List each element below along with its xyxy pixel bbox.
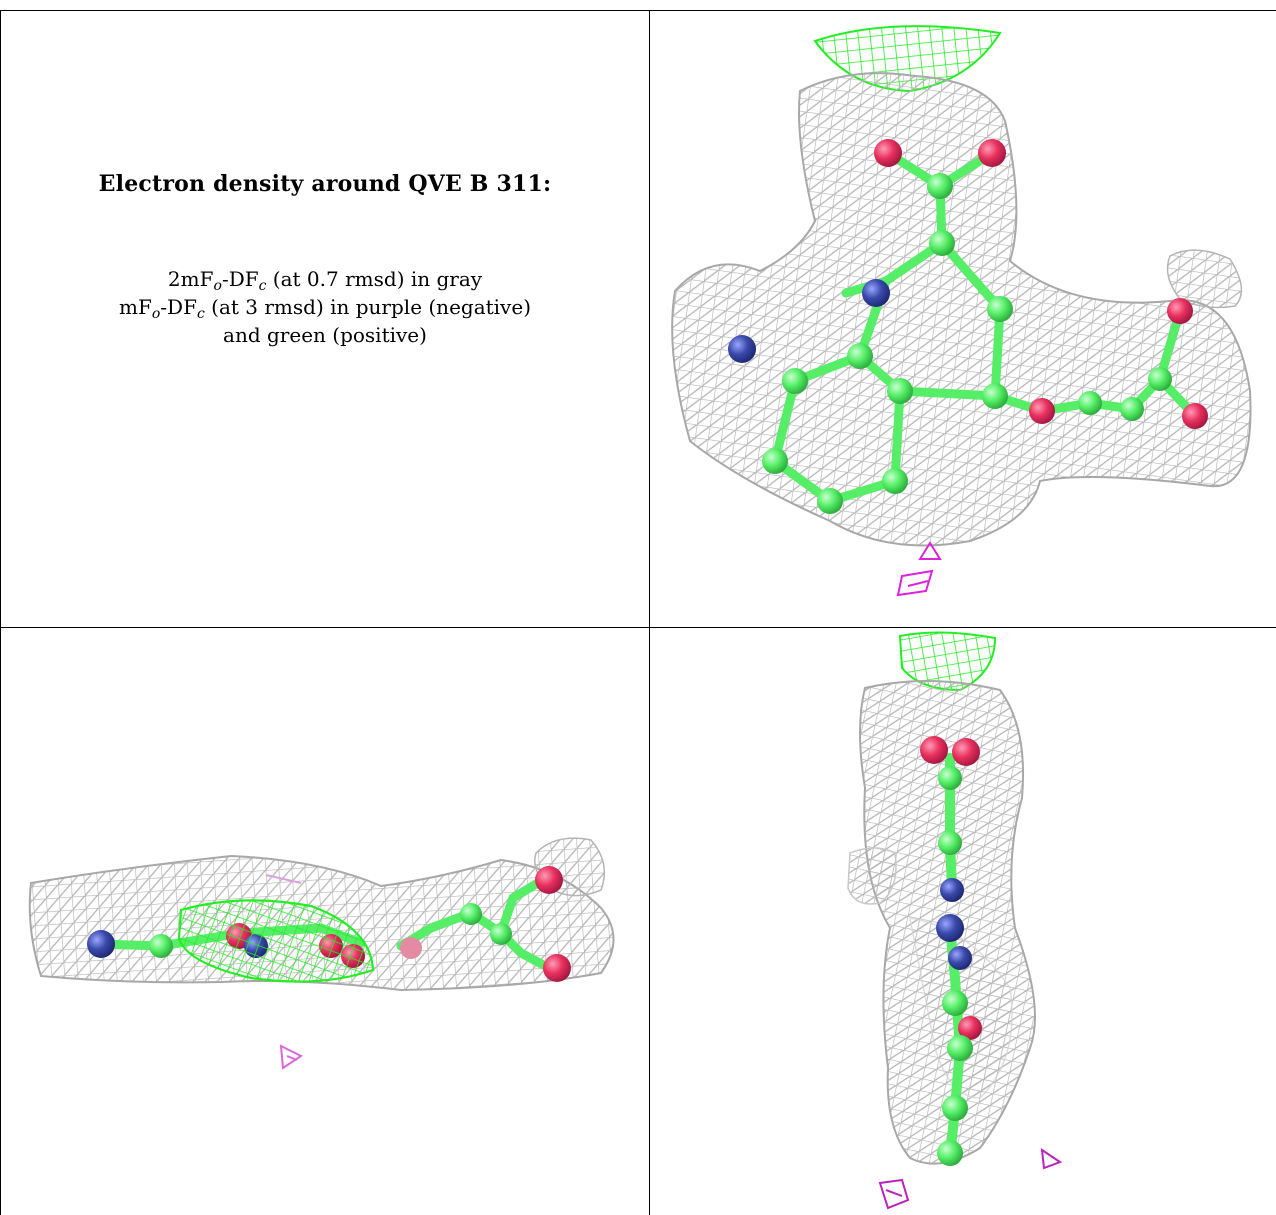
caption-line2-b-sub: c	[196, 306, 205, 322]
caption-line1-c: (at 0.7 rmsd) in gray	[266, 267, 483, 291]
caption-line1-b-sub: c	[258, 278, 267, 294]
gray-density-blob	[847, 847, 897, 905]
table-border-center	[649, 10, 650, 1215]
negative-density-mesh	[265, 874, 303, 1070]
caption-line2-a: mF	[119, 295, 152, 319]
front-view-render	[671, 25, 1252, 597]
negative-density-mesh	[878, 1147, 1063, 1210]
caption-line-gray: 2mFo-DFc (at 0.7 rmsd) in gray	[1, 265, 649, 293]
edge-view-panel	[650, 628, 1276, 1215]
side-view-render	[28, 837, 615, 1070]
caption-line2-c: (at 3 rmsd) in purple (negative)	[204, 295, 531, 319]
caption-line-purple: mFo-DFc (at 3 rmsd) in purple (negative)	[1, 293, 649, 321]
edge-view-render	[847, 631, 1063, 1210]
negative-density-mesh	[896, 541, 942, 597]
table-border-top	[0, 10, 1276, 11]
positive-density-mesh	[177, 899, 375, 983]
ligand-atoms	[920, 736, 982, 1166]
caption: Electron density around QVE B 311: 2mFo-…	[1, 171, 649, 349]
caption-line2-a-sub: o	[151, 306, 161, 322]
gray-density-blob	[1166, 249, 1243, 309]
caption-line1-b: -DF	[221, 267, 259, 291]
front-view-panel	[650, 11, 1276, 627]
ligand-atoms	[728, 139, 1208, 514]
caption-line-green: and green (positive)	[223, 323, 427, 347]
caption-line1-a: 2mF	[167, 267, 214, 291]
caption-line2-b: -DF	[160, 295, 197, 319]
side-view-panel	[1, 628, 649, 1215]
table-border-middle	[0, 627, 1276, 628]
caption-line1-a-sub: o	[213, 278, 222, 294]
table-border-left	[0, 10, 1, 1215]
gray-density-mesh	[671, 72, 1252, 547]
caption-title: Electron density around QVE B 311:	[98, 171, 552, 197]
caption-panel: Electron density around QVE B 311: 2mFo-…	[1, 11, 649, 627]
